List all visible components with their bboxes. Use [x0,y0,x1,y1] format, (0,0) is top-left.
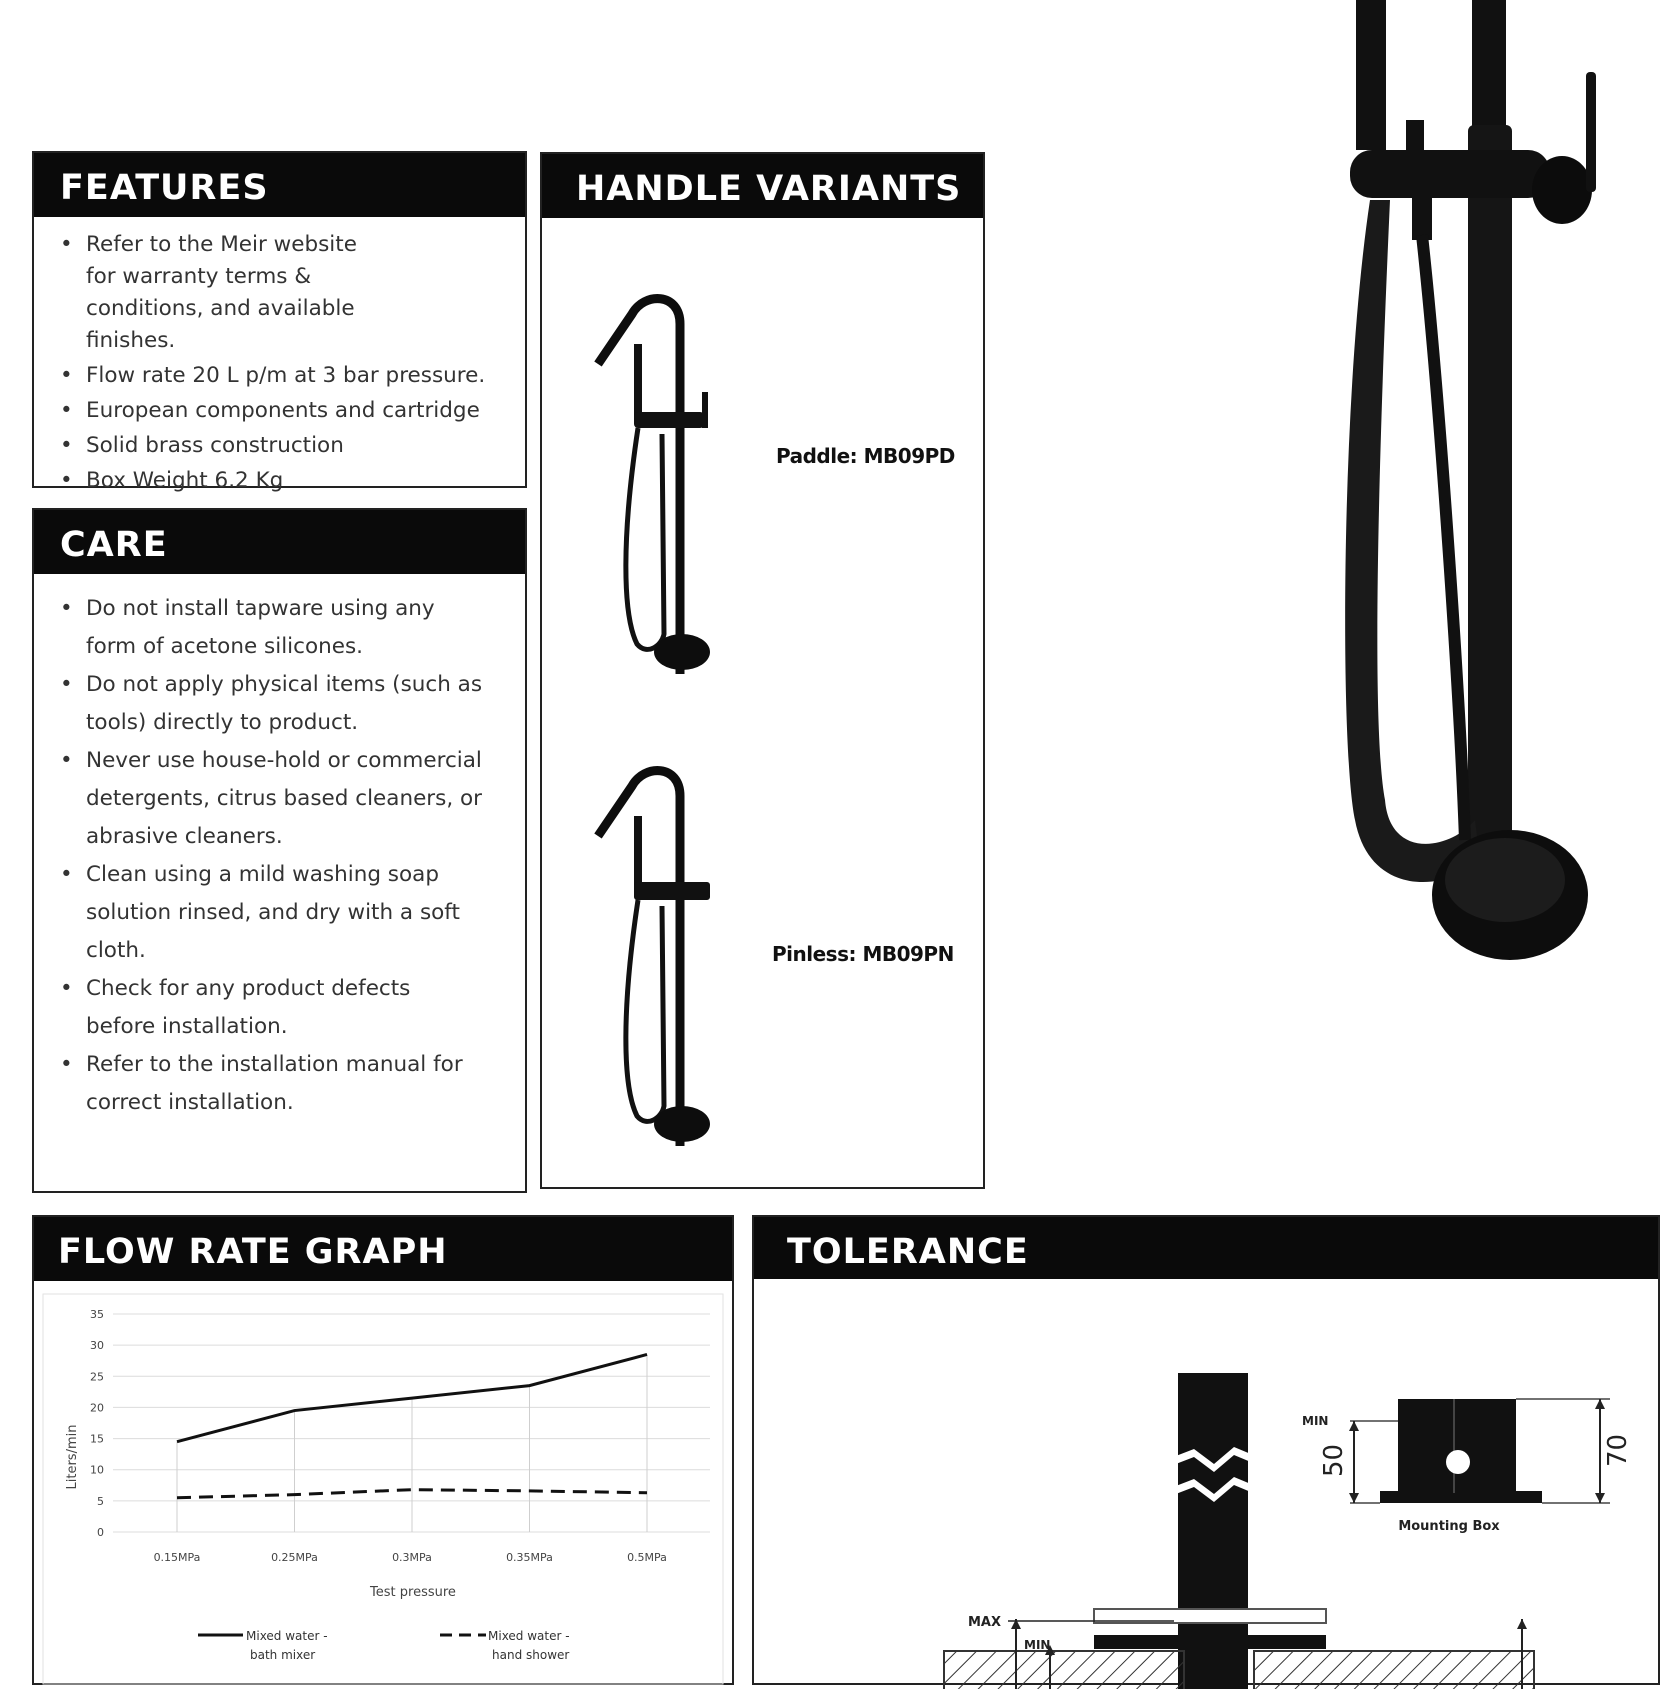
features-item: Refer to the Meir website for warranty t… [34,229,386,357]
chart-x-axis-label: Test pressure [369,1585,456,1600]
chart-series-line-hand-shower [176,1488,648,1500]
chart-y-tick-label: 30 [90,1339,104,1352]
care-item: Check for any product defects before ins… [34,970,446,1046]
mounting-box-label: Mounting Box [1398,1519,1500,1534]
features-item: European components and cartridge [34,395,525,427]
chart-y-tick-label: 35 [90,1308,104,1321]
tolerance-panel: TOLERANCE MAX MIN [752,1215,1660,1689]
care-item: Do not apply physical items (such as too… [34,666,506,742]
chart-x-tick-label: 0.35MPa [506,1551,553,1564]
care-title: CARE [34,510,525,574]
legend-label-bath-mixer: Mixed water -bath mixer [246,1629,328,1662]
care-item: Refer to the installation manual for cor… [34,1046,486,1122]
features-item: Solid brass construction [34,430,525,462]
pinless-handle-mixer-icon [594,766,710,1146]
chart-legend: Mixed water -bath mixer Mixed water -han… [198,1629,570,1662]
chart-x-tick-label: 0.5MPa [627,1551,667,1564]
chart-x-tick-label: 0.15MPa [154,1551,201,1564]
features-item: Box Weight 6.2 Kg [34,465,525,497]
chart-series-line-bath-mixer [176,1353,648,1444]
flow-rate-title: FLOW RATE GRAPH [34,1217,732,1281]
dimension-50: 50 [1319,1444,1349,1477]
chart-x-tick-label: 0.25MPa [271,1551,318,1564]
mounting-box-diagram: 70 50 MIN Mounting Box [1302,1398,1633,1534]
chart-y-tick-label: 0 [97,1526,104,1539]
min-label: MIN [1024,1638,1050,1652]
chart-x-tick-label: 0.3MPa [392,1551,432,1564]
care-item: Never use house-hold or commercial deter… [34,742,506,856]
handle-variants-title: HANDLE VARIANTS [542,154,983,218]
flow-rate-chart: 0 5 10 15 20 25 30 35 0.15MPa 0.25MPa 0.3MPa 0.35M… [42,1293,724,1685]
features-panel: FEATURES Refer to the Meir website for w… [32,151,527,497]
max-label: MAX [968,1615,1001,1630]
tolerance-diagram: MAX MIN 70 50 MIN Mounting Box [943,1373,1633,1689]
mounting-box-min-label: MIN [1302,1414,1328,1428]
flow-rate-panel: FLOW RATE GRAPH 0 5 10 15 20 25 30 35 0.15MPa 0.… [32,1215,734,1685]
chart-frame [42,1293,724,1685]
features-title: FEATURES [34,153,525,217]
chart-y-axis-label: Liters/min [65,1425,80,1490]
floor-hatch [943,1650,1185,1689]
care-item: Do not install tapware using any form of… [34,590,456,666]
chart-y-tick-label: 25 [90,1370,104,1383]
handle-variants-panel: HANDLE VARIANTS Paddle: MB09PD Pinless: … [540,152,985,1189]
paddle-handle-mixer-icon [594,294,710,674]
chart-y-tick-label: 10 [90,1464,104,1477]
features-list: Refer to the Meir website for warranty t… [34,217,525,497]
care-item: Clean using a mild washing soap solution… [34,856,466,970]
chart-y-tick-label: 20 [90,1401,104,1414]
features-item: Flow rate 20 L p/m at 3 bar pressure. [34,360,525,392]
care-panel: CARE Do not install tapware using any fo… [32,508,527,1193]
legend-label-hand-shower: Mixed water -hand shower [488,1629,570,1662]
care-list: Do not install tapware using any form of… [34,574,525,1122]
variant-label-paddle: Paddle: MB09PD [776,444,955,468]
tolerance-title: TOLERANCE [754,1217,1658,1279]
dimension-70: 70 [1603,1434,1633,1467]
chart-y-tick-label: 15 [90,1433,104,1446]
chart-y-tick-label: 5 [97,1495,104,1508]
variant-label-pinless: Pinless: MB09PN [772,942,954,966]
product-image-freestanding-bath-mixer [1345,0,1596,960]
